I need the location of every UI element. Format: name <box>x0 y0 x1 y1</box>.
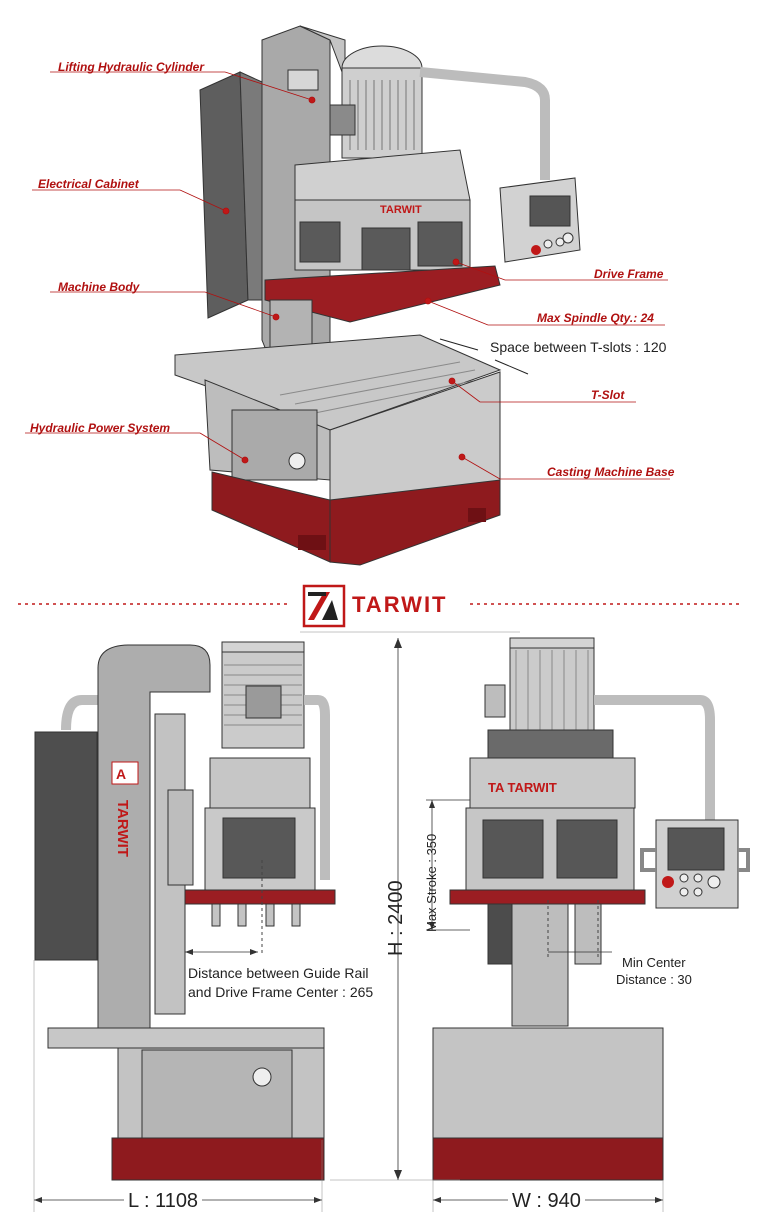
svg-text:TARWIT: TARWIT <box>114 800 131 857</box>
length-label: L : 1108 <box>124 1190 203 1213</box>
ta-logo-icon <box>300 584 346 628</box>
t-slot-arrows <box>439 338 529 375</box>
callout-max-spindle-qty: Max Spindle Qty.: 24 <box>537 311 654 325</box>
dimension-arrowheads <box>34 638 663 1203</box>
callout-lifting-hydraulic-cylinder: Lifting Hydraulic Cylinder <box>58 60 205 74</box>
min-center-distance-line1: Min Center <box>622 955 686 970</box>
height-label: H : 2400 <box>385 880 407 956</box>
svg-text:A: A <box>116 766 126 782</box>
callout-machine-body: Machine Body <box>58 280 140 294</box>
callout-hydraulic-power-system: Hydraulic Power System <box>30 421 171 435</box>
svg-text:TA TARWIT: TA TARWIT <box>488 780 557 795</box>
guide-rail-distance-line2: and Drive Frame Center : 265 <box>188 984 374 1000</box>
min-center-distance-line2: Distance : 30 <box>616 972 692 987</box>
side-view: A TARWIT <box>34 641 336 1181</box>
front-view: TA TARWIT <box>432 637 750 1181</box>
callout-drive-frame: Drive Frame <box>594 267 664 281</box>
callout-electrical-cabinet: Electrical Cabinet <box>38 177 139 191</box>
callout-t-slot: T-Slot <box>591 388 625 402</box>
svg-text:TARWIT: TARWIT <box>380 204 422 216</box>
guide-rail-distance-line1: Distance between Guide Rail <box>188 965 369 981</box>
width-label: W : 940 <box>508 1190 585 1213</box>
t-slot-spacing-label: Space between T-slots : 120 <box>490 339 667 355</box>
callout-leaders <box>25 71 670 480</box>
callout-casting-machine-base: Casting Machine Base <box>547 465 675 479</box>
brand-name: TARWIT <box>352 592 448 617</box>
isometric-machine-view: TARWIT <box>174 25 581 566</box>
max-stroke-label: Max Stroke : 350 <box>424 833 439 932</box>
dimension-lines <box>33 631 664 1212</box>
